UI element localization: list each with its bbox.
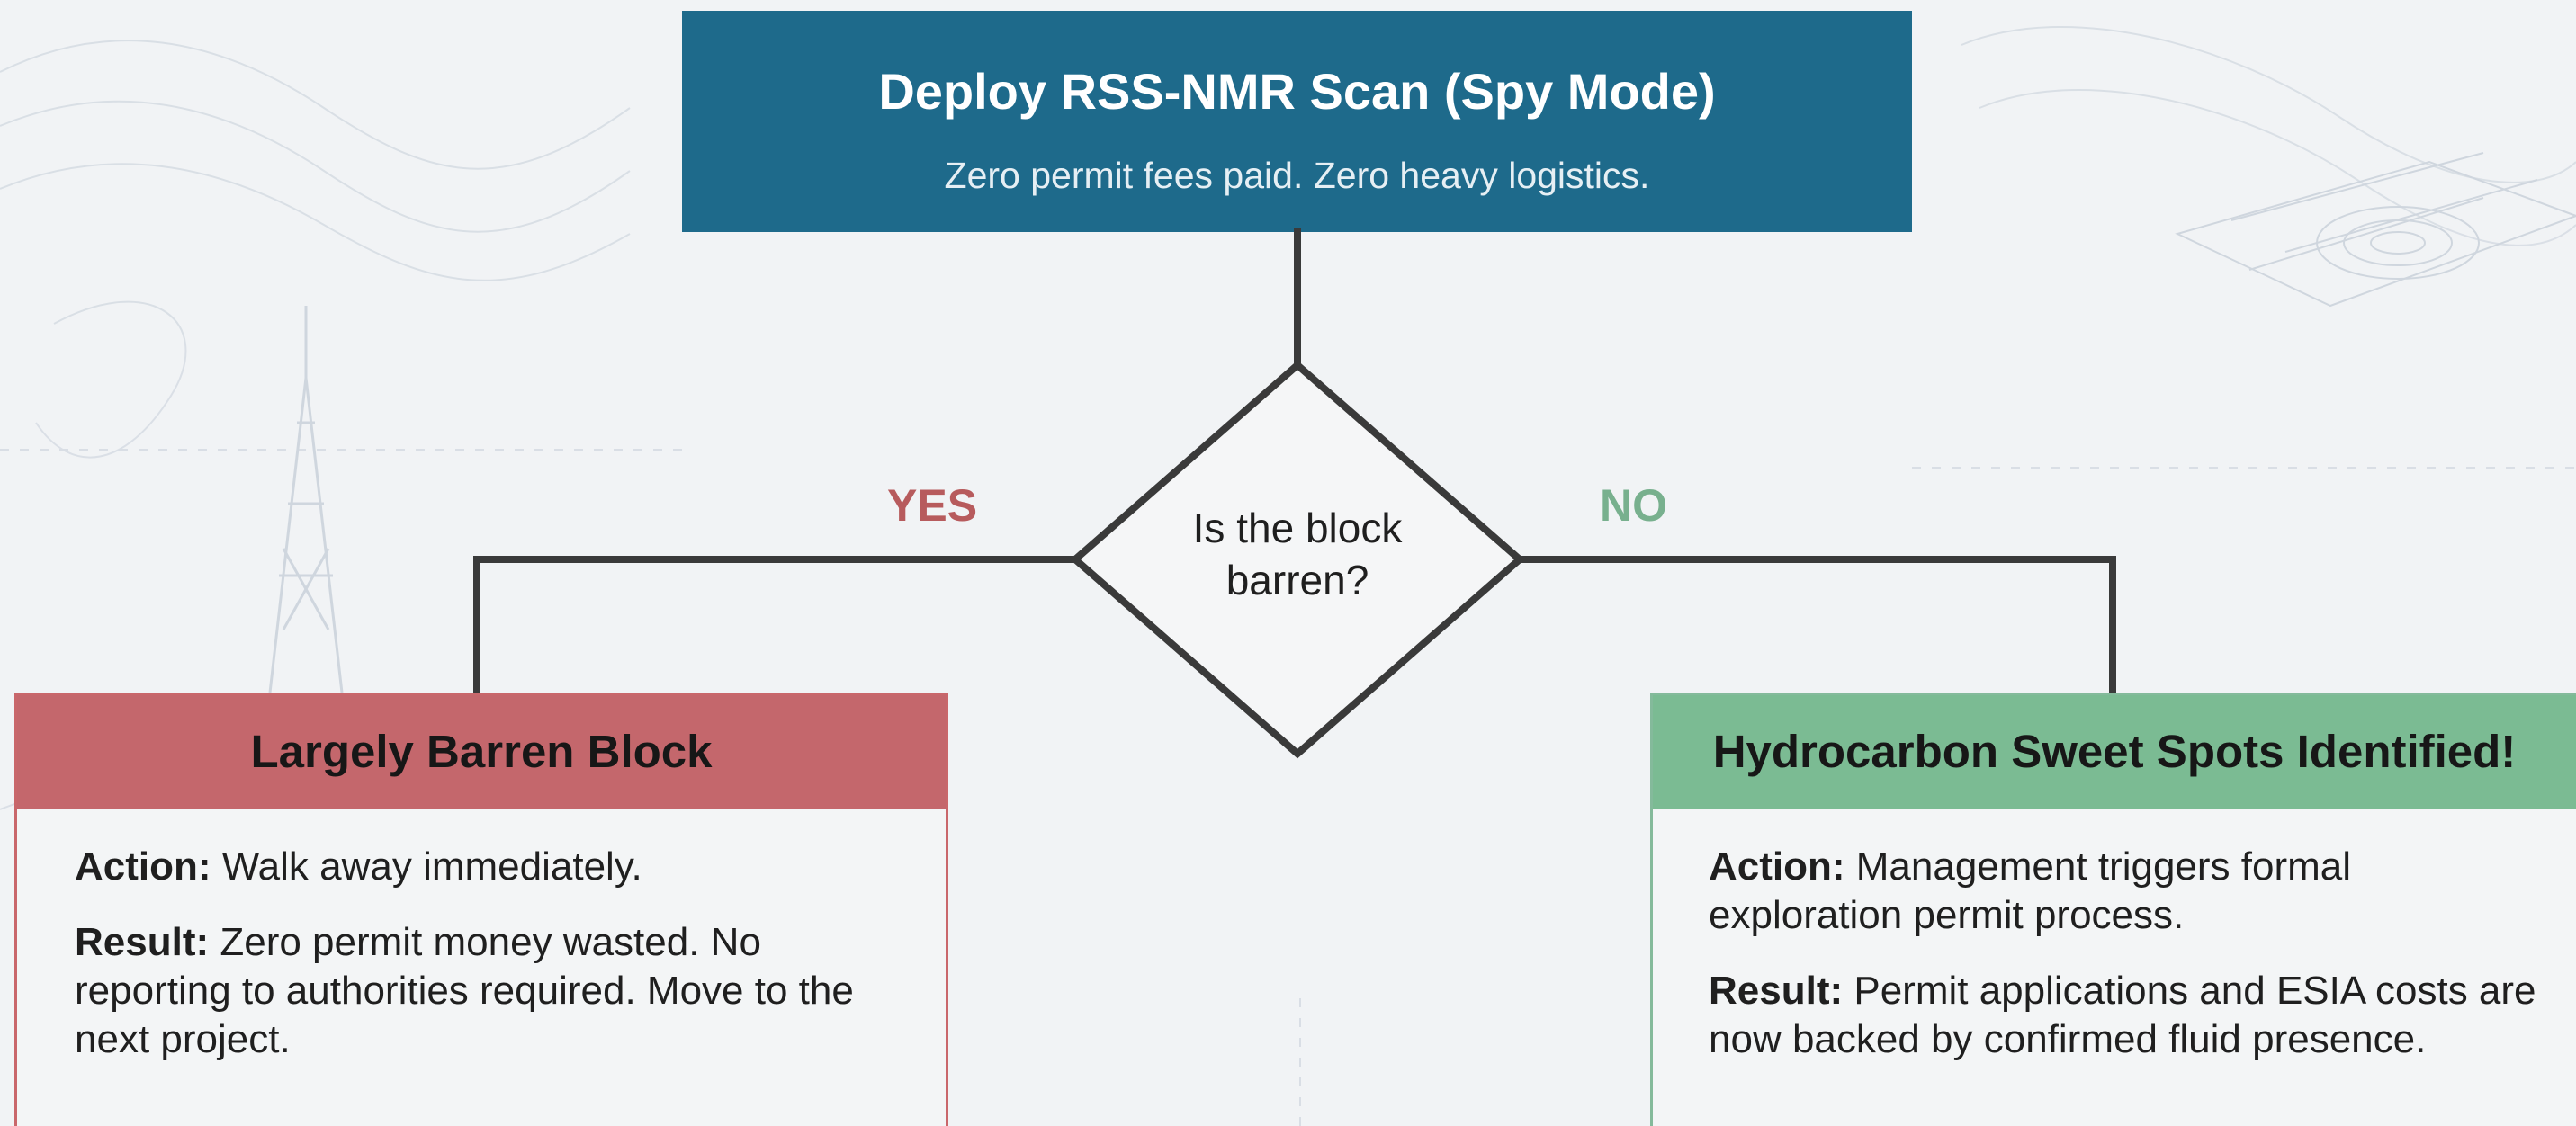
derrick-sketch (268, 306, 344, 693)
sweet-spots-body: Action: Management triggers formal explo… (1709, 843, 2536, 1091)
decision-diamond (1069, 360, 1526, 759)
connector-yes (473, 556, 1079, 696)
barren-block-box: Largely Barren Block Action: Walk away i… (14, 693, 948, 1126)
barren-result-label: Result: (75, 920, 210, 964)
contour-line (0, 40, 631, 170)
sweet-spots-action: Action: Management triggers formal explo… (1709, 843, 2536, 940)
barren-action-text: Walk away immediately. (221, 844, 642, 889)
no-label: NO (1600, 480, 1667, 531)
sweet-spots-box: Hydrocarbon Sweet Spots Identified! Acti… (1650, 693, 2576, 1126)
contour-line (0, 100, 631, 233)
barren-block-body: Action: Walk away immediately. Result: Z… (75, 843, 884, 1091)
sweet-spots-result: Result: Permit applications and ESIA cos… (1709, 967, 2536, 1064)
sweet-spots-action-text: Management triggers formal exploration p… (1709, 844, 2352, 937)
contour-line (35, 300, 187, 459)
deploy-scan-subtitle: Zero permit fees paid. Zero heavy logist… (944, 155, 1650, 196)
contour-line (1961, 25, 2576, 183)
barren-action: Action: Walk away immediately. (75, 843, 884, 891)
barren-action-label: Action: (75, 844, 211, 889)
deploy-scan-title: Deploy RSS-NMR Scan (Spy Mode) (878, 63, 1716, 120)
contour-line (0, 163, 631, 282)
sweet-spots-title: Hydrocarbon Sweet Spots Identified! (1653, 695, 2576, 809)
connector-no (1516, 556, 2116, 696)
barren-block-title: Largely Barren Block (17, 695, 946, 809)
barren-result: Result: Zero permit money wasted. No rep… (75, 918, 884, 1064)
barren-result-text: Zero permit money wasted. No reporting t… (75, 920, 854, 1061)
deploy-scan-box: Deploy RSS-NMR Scan (Spy Mode) Zero perm… (682, 11, 1912, 232)
decision-question: Is the block barren? (1098, 502, 1497, 606)
sweet-spots-result-label: Result: (1709, 969, 1844, 1013)
seismic-grid-sketch (2175, 152, 2576, 308)
sweet-spots-action-label: Action: (1709, 844, 1845, 889)
decision-question-line-2: barren? (1225, 557, 1369, 603)
yes-label: YES (887, 480, 978, 531)
decision-question-line-1: Is the block (1192, 505, 1403, 551)
contour-line (1979, 88, 2576, 246)
sweet-spots-result-text: Permit applications and ESIA costs are n… (1709, 969, 2536, 1061)
